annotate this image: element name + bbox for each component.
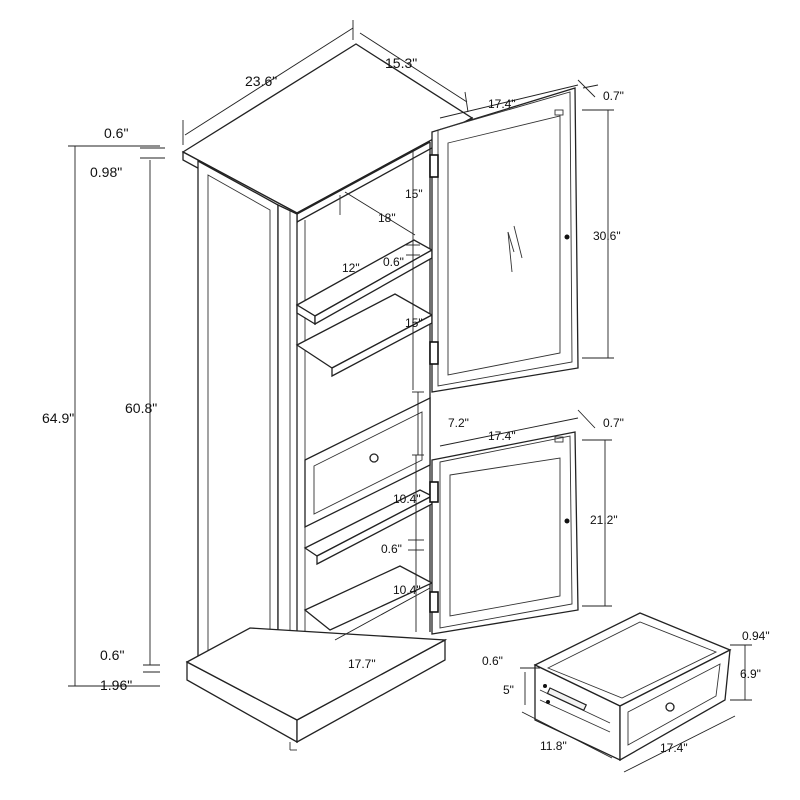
dimension-lines	[68, 20, 752, 773]
label-shelf-width: 18"	[378, 211, 396, 225]
label-base-height: 1.96"	[100, 677, 132, 693]
label-inner-width: 17.7"	[348, 657, 376, 671]
label-lower-shelf-thickness: 0.6"	[381, 542, 402, 556]
upper-door-hinges	[429, 154, 439, 365]
label-top-thickness: 0.6"	[104, 125, 128, 141]
drawer-front	[304, 396, 431, 529]
label-lower-door-width: 17.4"	[488, 429, 516, 443]
label-upper-door-height: 30.6"	[593, 229, 621, 243]
lower-door	[431, 431, 579, 635]
label-upper-compartment-1: 15"	[405, 187, 423, 201]
label-drawer-inner-height: 5"	[503, 683, 514, 697]
label-upper-door-width: 17.4"	[488, 97, 516, 111]
label-lower-door-height: 21.2"	[590, 513, 618, 527]
lower-door-hinges	[429, 481, 439, 613]
label-upper-compartment-2: 15"	[405, 316, 423, 330]
cabinet-left-side	[197, 159, 279, 708]
label-top-gap: 0.98"	[90, 164, 122, 180]
label-lower-compartment-2: 10.4"	[393, 583, 421, 597]
label-total-height: 64.9"	[42, 410, 74, 426]
cabinet-base	[185, 627, 448, 751]
label-drawer-width: 17.4"	[660, 741, 688, 755]
label-drawer-side-thickness: 0.6"	[482, 654, 503, 668]
label-drawer-opening-height: 7.2"	[448, 416, 469, 430]
label-shelf-thickness: 0.6"	[383, 255, 404, 269]
label-bottom-thickness: 0.6"	[100, 647, 124, 663]
label-drawer-front-height: 6.9"	[740, 667, 761, 681]
label-top-width: 23.6"	[245, 73, 277, 89]
label-lower-compartment-1: 10.4"	[393, 492, 421, 506]
label-top-depth: 15.3"	[385, 55, 417, 71]
label-body-height: 60.8"	[125, 400, 157, 416]
label-lower-door-thickness: 0.7"	[603, 416, 624, 430]
bottom-board	[303, 565, 434, 631]
dimension-labels: 23.6" 15.3" 0.6" 0.98" 64.9" 60.8" 0.6" …	[42, 55, 770, 755]
drawer-detail	[533, 612, 732, 762]
label-drawer-front-thickness: 0.94"	[742, 629, 770, 643]
label-shelf-depth: 12"	[342, 261, 360, 275]
label-drawer-depth: 11.8"	[540, 739, 567, 753]
label-upper-door-thickness: 0.7"	[603, 89, 624, 103]
upper-door	[431, 87, 579, 393]
